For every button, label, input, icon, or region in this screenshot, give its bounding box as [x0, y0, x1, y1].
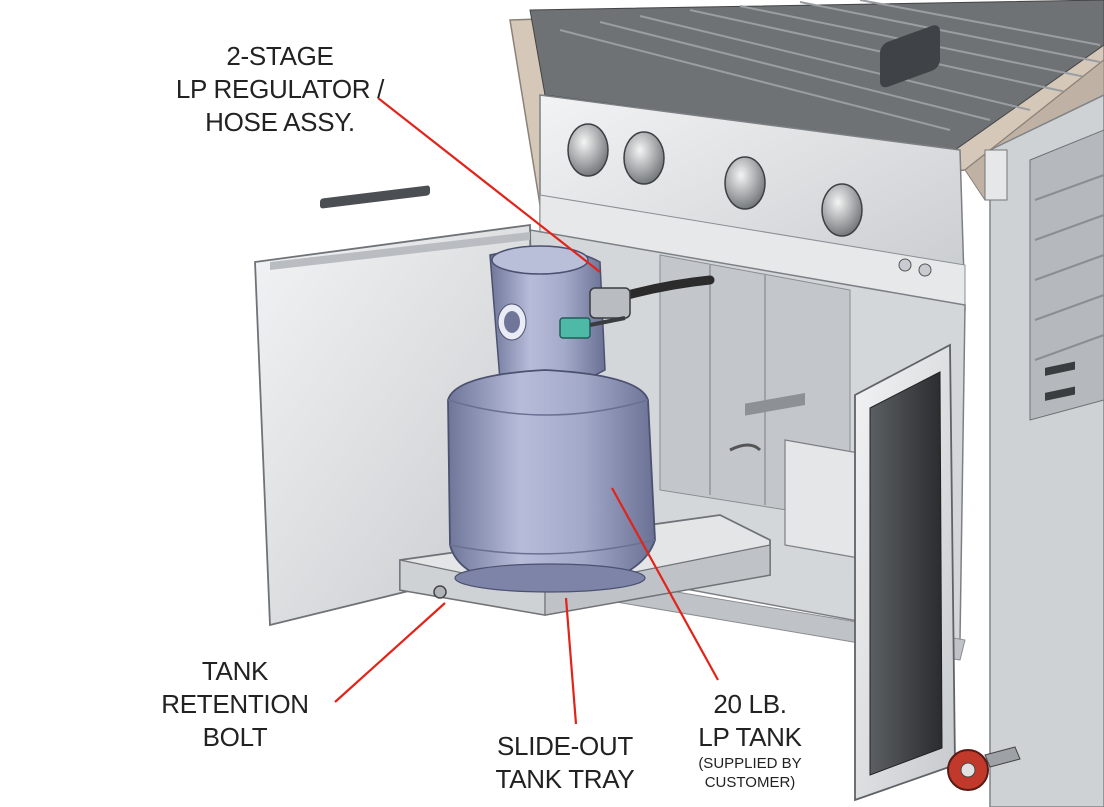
callout-regulator-line-3: HOSE ASSY. [205, 107, 355, 137]
callout-regulator-line-2: LP REGULATOR / [175, 74, 385, 104]
callout-bolt-line-3: BOLT [202, 722, 268, 752]
callout-tank-note-2: CUSTOMER) [704, 774, 796, 791]
callout-tray-line-2: TANK TRAY [495, 764, 635, 794]
leader-regulator [377, 97, 601, 273]
callout-bolt-line-2: RETENTION [161, 689, 309, 719]
regulator-hose [559, 275, 715, 339]
callout-regulator: 2-STAGE LP REGULATOR / HOSE ASSY. [130, 40, 430, 139]
callout-bolt: TANK RETENTION BOLT [150, 655, 320, 754]
callout-tank-line-2: LP TANK [698, 722, 802, 752]
callout-tank-note-1: (SUPPLIED BY [698, 755, 802, 772]
callout-tank-line-1: 20 LB. [713, 689, 787, 719]
callout-regulator-line-1: 2-STAGE [226, 41, 334, 71]
leader-lines [334, 97, 719, 725]
callout-tank: 20 LB. LP TANK (SUPPLIED BY CUSTOMER) [650, 688, 850, 792]
caster-wheel [947, 746, 1021, 791]
right-side-cabinet [984, 94, 1104, 807]
callout-bolt-line-1: TANK [201, 656, 269, 686]
leader-tray [564, 597, 578, 725]
right-door [854, 25, 956, 802]
lp-tank [447, 245, 656, 593]
leader-tank [611, 487, 719, 681]
callout-tray: SLIDE-OUT TANK TRAY [450, 730, 680, 796]
burner-knobs [567, 123, 863, 237]
callout-tray-line-1: SLIDE-OUT [497, 731, 633, 761]
leader-bolt [334, 602, 446, 703]
